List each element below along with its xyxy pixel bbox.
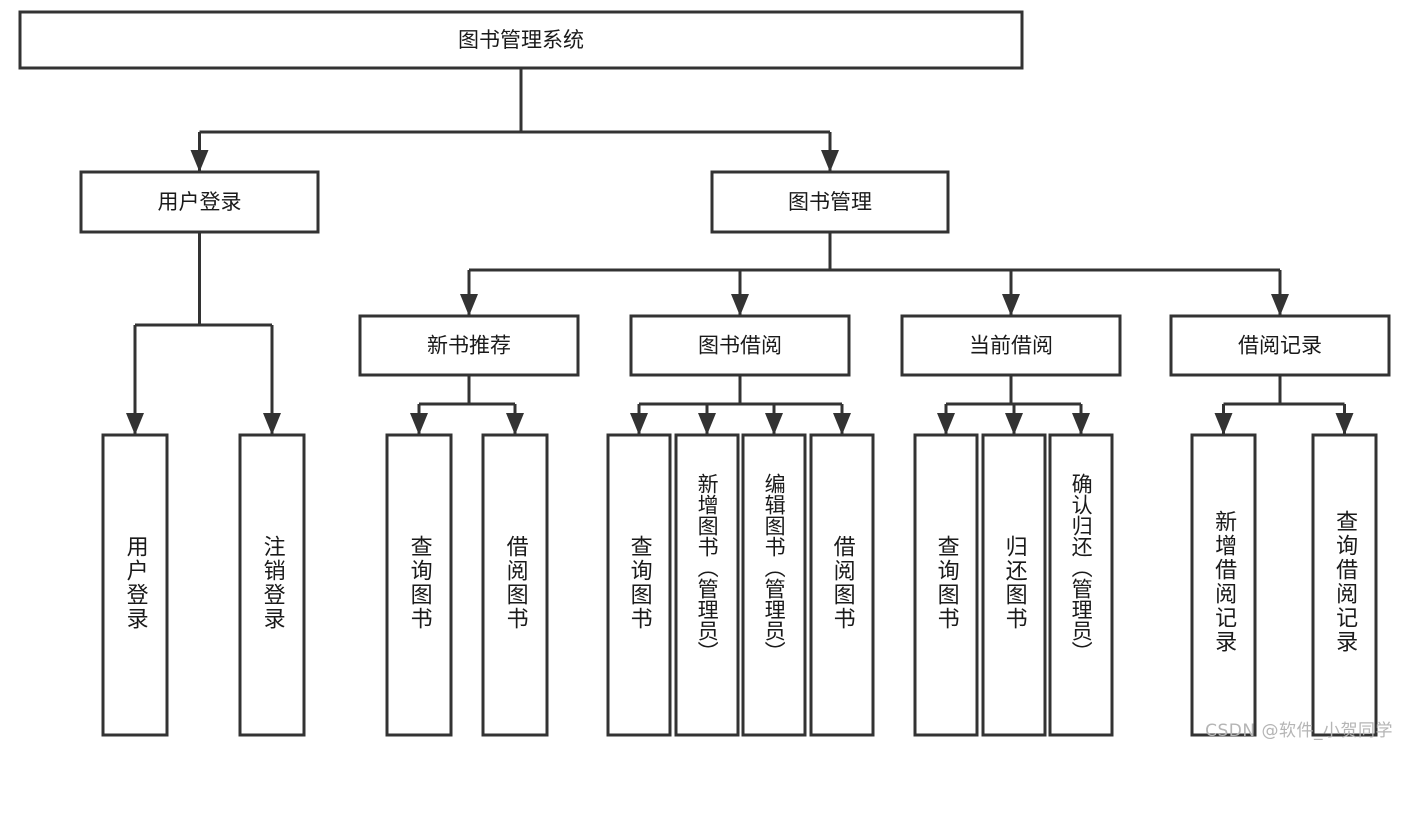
node-box-leaf-query-book-borrow[interactable] — [606, 433, 672, 737]
node-label-current-borrow: 当前借阅 — [969, 334, 1053, 358]
node-box-leaf-query-borrow-record[interactable] — [1311, 433, 1378, 737]
node-box-leaf-add-borrow-record[interactable] — [1190, 433, 1257, 737]
node-label-user-login: 用户登录 — [158, 190, 242, 214]
node-box-leaf-query-book-current[interactable] — [913, 433, 979, 737]
node-box-book-borrow[interactable] — [629, 314, 851, 377]
node-box-user-login[interactable] — [79, 170, 320, 234]
node-box-leaf-add-book[interactable] — [674, 433, 740, 737]
node-box-leaf-borrow-book[interactable] — [809, 433, 875, 737]
node-box-leaf-edit-book[interactable] — [741, 433, 807, 737]
watermark-text: CSDN @软件_小贺同学 — [1205, 721, 1393, 741]
node-box-new-book-recommend[interactable] — [358, 314, 580, 377]
node-label-new-book-recommend: 新书推荐 — [427, 334, 511, 358]
node-label-root: 图书管理系统 — [458, 28, 584, 52]
diagram-root: 图书管理系统用户登录图书管理新书推荐图书借阅当前借阅借阅记录 用户登录注销登录查… — [18, 10, 1393, 741]
node-box-leaf-borrow-book-recommend[interactable] — [481, 433, 549, 737]
node-box-leaf-query-book-recommend[interactable] — [385, 433, 453, 737]
node-box-current-borrow[interactable] — [900, 314, 1122, 377]
node-box-book-manage[interactable] — [710, 170, 950, 234]
node-label-book-manage: 图书管理 — [788, 190, 872, 214]
node-box-leaf-confirm-return[interactable] — [1048, 433, 1114, 737]
node-label-book-borrow: 图书借阅 — [698, 334, 782, 358]
node-label-borrow-record: 借阅记录 — [1238, 334, 1322, 358]
node-box-root[interactable] — [18, 10, 1024, 70]
node-box-borrow-record[interactable] — [1169, 314, 1391, 377]
node-box-leaf-return-book[interactable] — [981, 433, 1047, 737]
node-box-leaf-logout[interactable] — [238, 433, 306, 737]
node-box-leaf-user-login[interactable] — [101, 433, 169, 737]
